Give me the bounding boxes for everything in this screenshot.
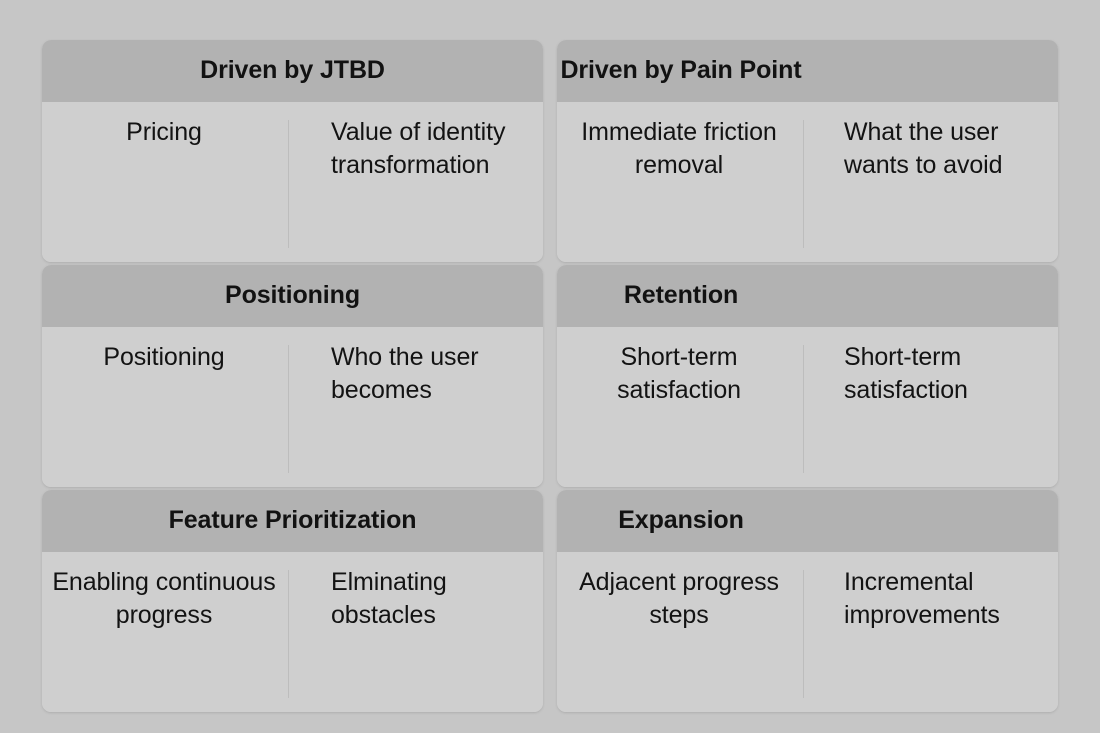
card-header: Positioning — [42, 265, 543, 327]
card-cell-left: Enabling continuous progress — [52, 568, 276, 629]
card-header: Driven by JTBD — [42, 40, 543, 102]
card-driven-by-jtbd[interactable]: Driven by JTBD Pricing Value of identity… — [42, 40, 543, 262]
card-positioning[interactable]: Positioning Positioning Who the user bec… — [42, 265, 543, 487]
card-body: Adjacent progress steps Incremental impr… — [557, 552, 1058, 712]
card-title: Feature Prioritization — [168, 506, 417, 535]
card-header: Retention — [557, 265, 1058, 327]
card-title: Driven by JTBD — [200, 56, 385, 85]
card-title: Expansion — [618, 506, 744, 535]
card-body: Immediate friction removal What the user… — [557, 102, 1058, 262]
card-cell-right: Incremental improvements — [844, 568, 1000, 629]
card-body: Enabling continuous progress Elminating … — [42, 552, 543, 712]
card-retention[interactable]: Retention Short-term satisfaction Short-… — [557, 265, 1058, 487]
card-header: Expansion — [557, 490, 1058, 552]
card-cell-left: Adjacent progress steps — [579, 568, 779, 629]
cell-divider — [288, 120, 289, 248]
card-cell-right: Elminating obstacles — [331, 568, 447, 629]
card-cell-left: Positioning — [103, 343, 225, 371]
card-cell-right: Short-term satisfaction — [844, 343, 968, 404]
card-body: Short-term satisfaction Short-term satis… — [557, 327, 1058, 487]
card-cell-right: What the user wants to avoid — [844, 118, 1003, 179]
card-title: Retention — [623, 281, 739, 310]
card-expansion[interactable]: Expansion Adjacent progress steps Increm… — [557, 490, 1058, 712]
card-body: Pricing Value of identity transformation — [42, 102, 543, 262]
card-cell-left: Immediate friction removal — [581, 118, 777, 179]
card-cell-left: Pricing — [126, 118, 202, 146]
card-title: Positioning — [225, 281, 360, 310]
cell-divider — [288, 570, 289, 698]
card-cell-right: Value of identity transformation — [331, 118, 506, 179]
cell-divider — [803, 120, 804, 248]
cell-divider — [803, 570, 804, 698]
card-cell-left: Short-term satisfaction — [617, 343, 741, 404]
card-header: Feature Prioritization — [42, 490, 543, 552]
card-feature-prioritization[interactable]: Feature Prioritization Enabling continuo… — [42, 490, 543, 712]
card-title: Driven by Pain Point — [560, 56, 802, 85]
cell-divider — [803, 345, 804, 473]
cell-divider — [288, 345, 289, 473]
card-body: Positioning Who the user becomes — [42, 327, 543, 487]
card-header: Driven by Pain Point — [557, 40, 1058, 102]
comparison-card-grid: Driven by JTBD Pricing Value of identity… — [42, 40, 1058, 712]
card-driven-by-pain-point[interactable]: Driven by Pain Point Immediate friction … — [557, 40, 1058, 262]
card-cell-right: Who the user becomes — [331, 343, 479, 404]
